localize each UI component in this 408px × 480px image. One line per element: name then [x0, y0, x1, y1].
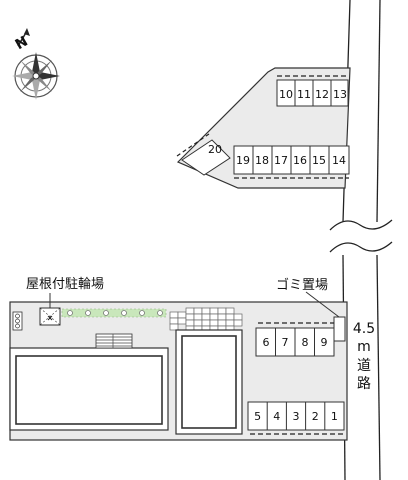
- parking-space-10: 10: [279, 88, 293, 101]
- parking-row-1-5: 5 4 3 2 1: [247, 401, 345, 435]
- parking-row-19-14: 19 18 17 16 15 14: [233, 145, 350, 179]
- garbage-area: [333, 316, 346, 342]
- north-label: N: [13, 33, 31, 53]
- road-width-unit: m: [357, 339, 371, 355]
- parking-space-20: 20: [208, 143, 222, 156]
- road-width-value: 4.5: [353, 321, 375, 337]
- road-label-line2: 路: [357, 376, 371, 392]
- parking-space-19: 19: [236, 154, 250, 167]
- parking-space-17: 17: [274, 154, 288, 167]
- parking-space-11: 11: [297, 88, 311, 101]
- parking-space-6: 6: [263, 336, 270, 349]
- compass-rose-icon: [12, 52, 60, 100]
- parking-space-20-group: 20: [176, 133, 231, 176]
- parking-space-8: 8: [302, 336, 309, 349]
- main-building: [9, 347, 169, 431]
- parking-space-3: 3: [293, 410, 300, 423]
- parking-space-7: 7: [282, 336, 289, 349]
- hedge-strip: [61, 308, 167, 318]
- parking-space-18: 18: [255, 154, 269, 167]
- lower-site: 6 7 8 9 5 4 3 2 1: [9, 291, 348, 441]
- north-indicator: N: [13, 28, 31, 53]
- parking-space-14: 14: [332, 154, 346, 167]
- road-label-line1: 道: [357, 358, 371, 374]
- parking-space-1: 1: [331, 410, 338, 423]
- brick-wall: [169, 307, 243, 333]
- meter-box: [12, 311, 23, 331]
- parking-space-4: 4: [273, 410, 280, 423]
- parking-row-6-9: 6 7 8 9: [255, 322, 335, 357]
- parking-space-5: 5: [254, 410, 261, 423]
- parking-space-15: 15: [312, 154, 326, 167]
- bike-parking-label: 屋根付駐輪場: [26, 276, 104, 292]
- parking-space-16: 16: [293, 154, 307, 167]
- secondary-building: [175, 329, 243, 435]
- parking-space-9: 9: [321, 336, 328, 349]
- parking-space-13: 13: [333, 88, 347, 101]
- parking-space-12: 12: [315, 88, 329, 101]
- parking-space-2: 2: [312, 410, 319, 423]
- parking-row-10-13: 10 11 12 13: [276, 75, 349, 107]
- stairs: [95, 333, 133, 349]
- garbage-label: ゴミ置場: [276, 277, 328, 293]
